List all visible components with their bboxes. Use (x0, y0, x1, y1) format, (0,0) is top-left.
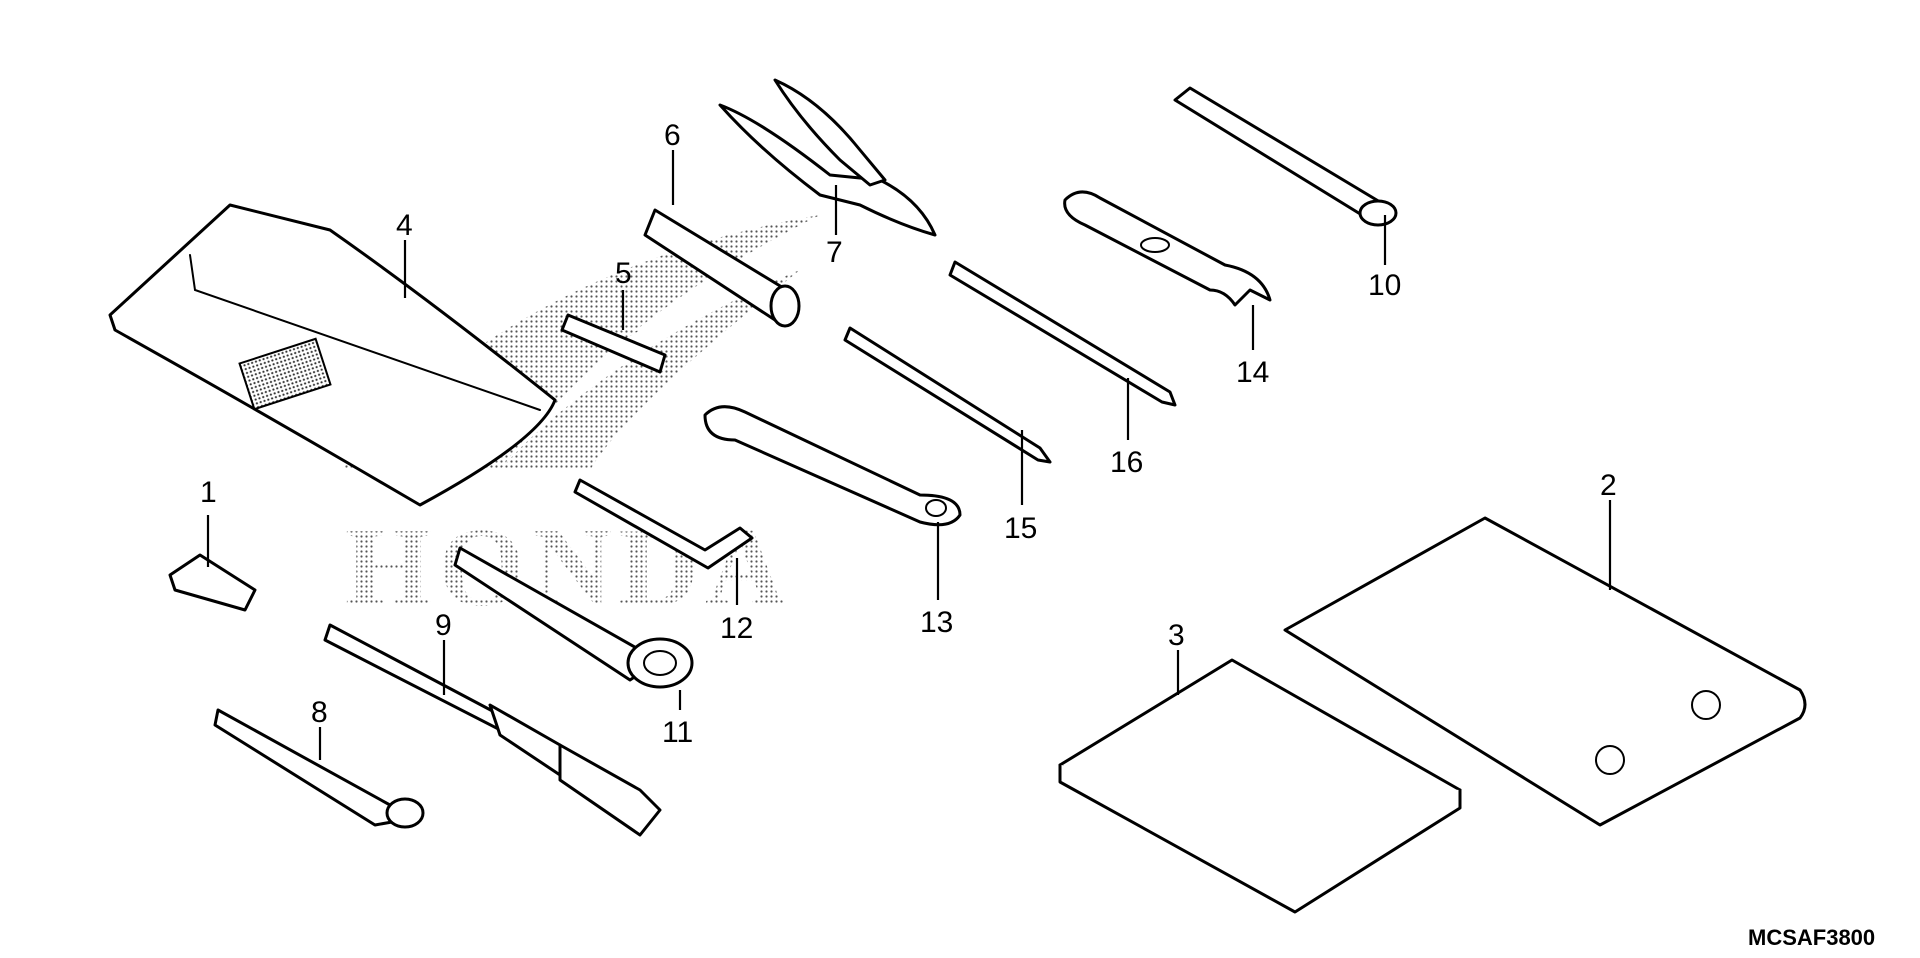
callout-1: 1 (200, 476, 217, 567)
pin-spanner-small (560, 313, 667, 374)
callout-11: 11 (662, 690, 693, 749)
spanner-wrench (703, 405, 962, 527)
callout-10-label: 10 (1368, 269, 1401, 302)
callout-3-label: 3 (1168, 619, 1185, 652)
callout-7: 7 (826, 185, 843, 269)
callout-4: 4 (396, 209, 413, 298)
callout-2: 2 (1600, 469, 1617, 590)
callout-6: 6 (664, 119, 681, 205)
callout-2-label: 2 (1600, 469, 1617, 502)
callout-8: 8 (311, 696, 328, 760)
tool-bag (108, 203, 557, 507)
open-end-wrench (1063, 190, 1272, 307)
callout-14: 14 (1236, 305, 1269, 389)
callout-1-label: 1 (200, 476, 217, 509)
document-pouch (1283, 516, 1807, 827)
diagram-code: MCSAF3800 (1748, 925, 1875, 950)
callout-14-label: 14 (1236, 356, 1269, 389)
spoke-wrench (213, 708, 425, 829)
spark-plug-wrench (323, 623, 662, 837)
ring-wrench (453, 546, 694, 689)
callout-15-label: 15 (1004, 512, 1037, 545)
callout-16: 16 (1110, 378, 1143, 479)
callout-7-label: 7 (826, 236, 843, 269)
callout-13: 13 (920, 522, 953, 639)
socket-extension (643, 208, 801, 328)
clip (168, 553, 257, 612)
callout-12: 12 (720, 558, 753, 645)
callout-12-label: 12 (720, 612, 753, 645)
callout-16-label: 16 (1110, 446, 1143, 479)
handle-grip (1173, 86, 1398, 227)
callout-10: 10 (1368, 215, 1401, 302)
callout-5: 5 (615, 257, 632, 330)
hex-key (573, 478, 754, 570)
callout-11-label: 11 (662, 716, 693, 749)
callout-6-label: 6 (664, 119, 681, 152)
callout-8-label: 8 (311, 696, 328, 729)
callout-3: 3 (1168, 619, 1185, 695)
callout-4-label: 4 (396, 209, 413, 242)
owners-manual (1058, 658, 1462, 914)
pliers (718, 78, 937, 237)
callout-5-label: 5 (615, 257, 632, 290)
callout-9: 9 (435, 609, 452, 695)
screwdriver-shaft (948, 260, 1177, 407)
screwdriver-bit (843, 326, 1052, 464)
callout-15: 15 (1004, 430, 1037, 545)
callout-13-label: 13 (920, 606, 953, 639)
callout-9-label: 9 (435, 609, 452, 642)
